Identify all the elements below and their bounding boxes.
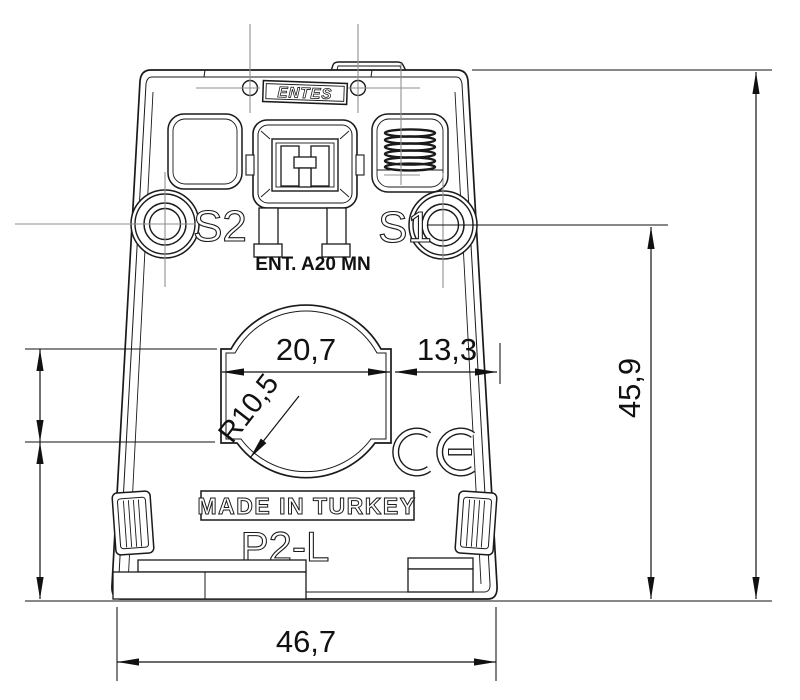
centerlines [15,24,444,288]
top-edge-notch-right [370,69,373,78]
center-hole [220,304,392,479]
connector-leg-left [258,207,279,246]
dimension-s1-to-bottom: 45,9 [612,227,655,599]
screw-terminal-s2 [130,189,200,259]
origin-plate: MADE IN TURKEY [197,490,416,521]
screw-terminal-s1 [408,190,478,260]
connector-side-tab-left [245,154,255,176]
entes-logo: ENTES [261,79,349,106]
part-note-label: ENT. A20 MN [255,254,370,275]
coil-window [371,113,449,193]
dimension-edge-offset-value: 13,3 [417,332,477,367]
connector-leg-right [326,207,347,246]
dimension-overall-width: 46,7 [116,607,497,681]
dimension-overall-width-value: 46,7 [276,624,336,659]
dimension-hole-width-value: 20,7 [276,332,336,367]
connector-foot-right [321,243,351,258]
top-edge-notch-left [203,69,206,78]
din-clip-left [111,490,155,556]
terminal-window-left [167,113,243,190]
socket-bridge [293,156,317,169]
dimension-edge-offset: 13,3 [395,332,501,384]
origin-label: MADE IN TURKEY [197,493,416,519]
connector-socket [245,119,365,258]
connector-side-tab-right [355,154,365,176]
din-clip-right [454,490,498,556]
top-tab [330,61,407,72]
ce-mark-icon [392,427,476,477]
brand-logo-text: ENTES [277,84,333,103]
spring-coil [383,128,437,172]
mounting-foot-right [407,557,474,593]
dimension-s1-to-bottom-value: 45,9 [612,358,647,418]
socket-center-post [298,167,312,188]
label-s1: S1 [378,203,432,252]
dimension-hole-width: 20,7 [222,332,390,376]
mounting-foot-left [112,559,307,600]
connector-foot-left [253,243,283,258]
device-inner-outline [117,76,491,593]
label-s2: S2 [193,202,247,251]
